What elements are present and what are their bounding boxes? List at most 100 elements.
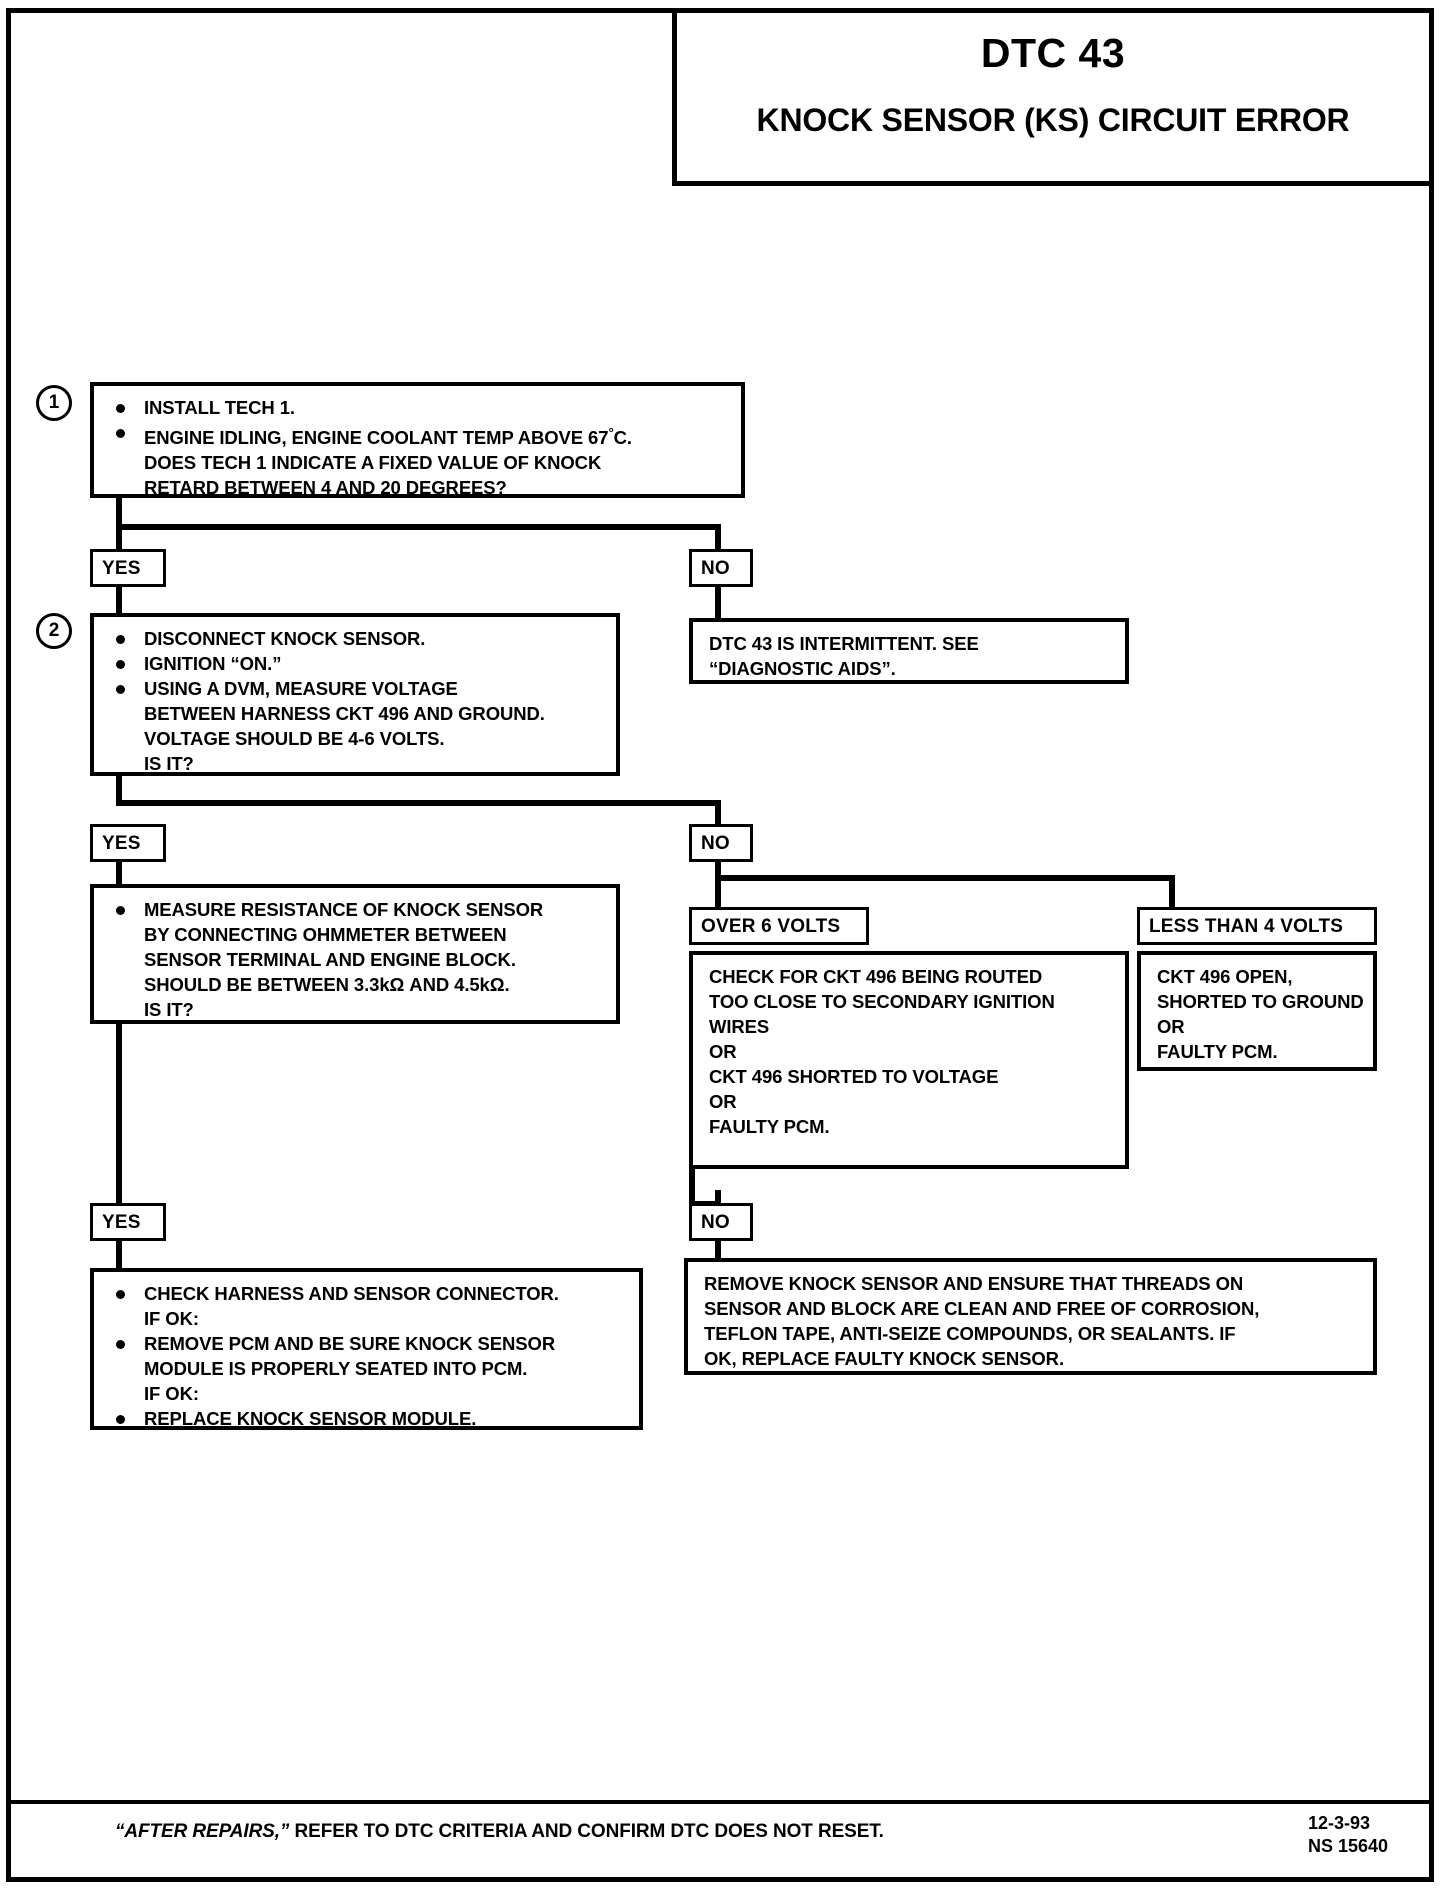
connector-step1-down: [116, 498, 122, 530]
final-yes-line-3: REMOVE PCM AND BE SURE KNOCK SENSOR: [144, 1333, 556, 1354]
box-resistance-check: MEASURE RESISTANCE OF KNOCK SENSOR BY CO…: [90, 884, 620, 1024]
intermittent-line-1: DTC 43 IS INTERMITTENT. SEE: [709, 633, 979, 654]
resistance-line-3: SENSOR TERMINAL AND ENGINE BLOCK.: [144, 949, 516, 970]
box-step1: INSTALL TECH 1. ENGINE IDLING, ENGINE CO…: [90, 382, 745, 498]
box-less-than-4-volts: CKT 496 OPEN, SHORTED TO GROUND OR FAULT…: [1137, 951, 1377, 1071]
over6-line-3: WIRES: [709, 1016, 770, 1037]
step1-bullet-2: ENGINE IDLING, ENGINE COOLANT TEMP ABOVE…: [106, 420, 731, 450]
page-border-left: [6, 8, 11, 1882]
over6-line-6: OR: [709, 1091, 737, 1112]
connector-final-yes-down: [116, 1241, 122, 1273]
bullet-icon: [116, 660, 125, 669]
bullet-icon: [116, 1415, 125, 1424]
connector-final-no-to-box: [715, 1241, 721, 1263]
final-no-line-2: SENSOR AND BLOCK ARE CLEAN AND FREE OF C…: [704, 1298, 1260, 1319]
over6-line-4: OR: [709, 1041, 737, 1062]
label-no-final: NO: [689, 1203, 753, 1241]
label-yes-final: YES: [90, 1203, 166, 1241]
box-intermittent: DTC 43 IS INTERMITTENT. SEE “DIAGNOSTIC …: [689, 618, 1129, 684]
bullet-icon: [116, 906, 125, 915]
connector-step2-horizontal: [116, 800, 721, 806]
connector-no2-down: [715, 862, 721, 912]
footer-note-rest: REFER TO DTC CRITERIA AND CONFIRM DTC DO…: [289, 1821, 884, 1842]
resistance-line-5: IS IT?: [144, 999, 194, 1020]
page-border-right: [1429, 8, 1434, 1882]
step2-bullet-3: USING A DVM, MEASURE VOLTAGE: [106, 676, 606, 701]
step1-line-2-unit: C.: [613, 427, 632, 449]
step2-line-3: USING A DVM, MEASURE VOLTAGE: [144, 678, 458, 699]
over6-line-7: FAULTY PCM.: [709, 1116, 830, 1137]
final-yes-bullet-3: REPLACE KNOCK SENSOR MODULE.: [106, 1406, 629, 1431]
footer-doc-id: NS 15640: [1308, 1836, 1389, 1856]
connector-no1-to-intermittent: [715, 587, 721, 620]
connector-final-no-down: [715, 1190, 721, 1207]
final-no-line-3: TEFLON TAPE, ANTI-SEIZE COMPOUNDS, OR SE…: [704, 1323, 1236, 1344]
step-number-2: 2: [36, 613, 72, 649]
resistance-line-4: SHOULD BE BETWEEN 3.3kΩ AND 4.5kΩ.: [144, 974, 510, 995]
final-yes-bullet-2: REMOVE PCM AND BE SURE KNOCK SENSOR: [106, 1331, 629, 1356]
connector-step2-no-down: [715, 800, 721, 828]
intermittent-line-2: “DIAGNOSTIC AIDS”.: [709, 658, 896, 679]
less4-line-1: CKT 496 OPEN,: [1157, 966, 1293, 987]
step2-bullet-1: DISCONNECT KNOCK SENSOR.: [106, 626, 606, 651]
step2-line-5: VOLTAGE SHOULD BE 4-6 VOLTS.: [144, 728, 445, 749]
connector-no2-right-down: [1169, 875, 1175, 910]
connector-step1-horizontal: [116, 524, 721, 530]
final-yes-bullet-1: CHECK HARNESS AND SENSOR CONNECTOR.: [106, 1281, 629, 1306]
footer-note-emphasis: “AFTER REPAIRS,”: [115, 1821, 290, 1842]
bullet-icon: [116, 1290, 125, 1299]
footer-date: 12-3-93: [1308, 1813, 1371, 1833]
connector-step1-no-down: [715, 524, 721, 552]
page-title: KNOCK SENSOR (KS) CIRCUIT ERROR: [756, 102, 1350, 138]
resistance-line-2: BY CONNECTING OHMMETER BETWEEN: [144, 924, 507, 945]
box-final-no: REMOVE KNOCK SENSOR AND ENSURE THAT THRE…: [684, 1258, 1377, 1375]
less4-line-3: OR: [1157, 1016, 1185, 1037]
connector-no2-horizontal: [715, 875, 1175, 881]
over6-line-5: CKT 496 SHORTED TO VOLTAGE: [709, 1066, 999, 1087]
connector-resistance-down: [116, 1024, 122, 1207]
dtc-code: DTC 43: [980, 30, 1126, 76]
label-over-6-volts: OVER 6 VOLTS: [689, 907, 869, 945]
step1-line-1: INSTALL TECH 1.: [144, 397, 295, 418]
label-no-step1: NO: [689, 549, 753, 587]
box-final-yes: CHECK HARNESS AND SENSOR CONNECTOR. IF O…: [90, 1268, 643, 1430]
label-no-step2: NO: [689, 824, 753, 862]
title-block: DTC 43 KNOCK SENSOR (KS) CIRCUIT ERROR: [672, 10, 1429, 186]
label-less-than-4-volts: LESS THAN 4 VOLTS: [1137, 907, 1377, 945]
step2-line-6: IS IT?: [144, 753, 194, 774]
footer-divider: [11, 1800, 1429, 1804]
page-border-top: [6, 8, 1434, 13]
footer-meta: 12-3-93 NS 15640: [1308, 1812, 1388, 1858]
step2-line-4: BETWEEN HARNESS CKT 496 AND GROUND.: [144, 703, 545, 724]
final-yes-line-4: MODULE IS PROPERLY SEATED INTO PCM.: [144, 1358, 528, 1379]
resistance-bullet-1: MEASURE RESISTANCE OF KNOCK SENSOR: [106, 897, 606, 922]
label-yes-step2: YES: [90, 824, 166, 862]
final-yes-line-5: IF OK:: [144, 1383, 199, 1404]
bullet-icon: [116, 429, 125, 438]
connector-yes2-to-resistance: [116, 862, 122, 895]
step1-line-3: DOES TECH 1 INDICATE A FIXED VALUE OF KN…: [144, 452, 602, 474]
step1-line-4: RETARD BETWEEN 4 AND 20 DEGREES?: [144, 477, 507, 499]
bullet-icon: [116, 685, 125, 694]
over6-line-2: TOO CLOSE TO SECONDARY IGNITION: [709, 991, 1055, 1012]
step-number-1: 1: [36, 385, 72, 421]
final-yes-line-6: REPLACE KNOCK SENSOR MODULE.: [144, 1408, 477, 1429]
less4-line-2: SHORTED TO GROUND: [1157, 991, 1364, 1012]
final-yes-line-1: CHECK HARNESS AND SENSOR CONNECTOR.: [144, 1283, 559, 1304]
connector-yes1-to-step2: [116, 587, 122, 620]
connector-step1-yes-down: [116, 524, 122, 552]
footer-note: “AFTER REPAIRS,” REFER TO DTC CRITERIA A…: [115, 1821, 884, 1843]
page-border-bottom: [6, 1877, 1434, 1882]
over6-line-1: CHECK FOR CKT 496 BEING ROUTED: [709, 966, 1043, 987]
label-yes-step1: YES: [90, 549, 166, 587]
step1-line-2: ENGINE IDLING, ENGINE COOLANT TEMP ABOVE…: [144, 427, 609, 449]
less4-line-4: FAULTY PCM.: [1157, 1041, 1278, 1062]
box-over-6-volts: CHECK FOR CKT 496 BEING ROUTED TOO CLOSE…: [689, 951, 1129, 1169]
step2-bullet-2: IGNITION “ON.”: [106, 651, 606, 676]
step2-line-1: DISCONNECT KNOCK SENSOR.: [144, 628, 426, 649]
connector-over6-down: [689, 1169, 695, 1207]
final-yes-line-2: IF OK:: [144, 1308, 199, 1329]
step2-line-2: IGNITION “ON.”: [144, 653, 282, 674]
bullet-icon: [116, 404, 125, 413]
